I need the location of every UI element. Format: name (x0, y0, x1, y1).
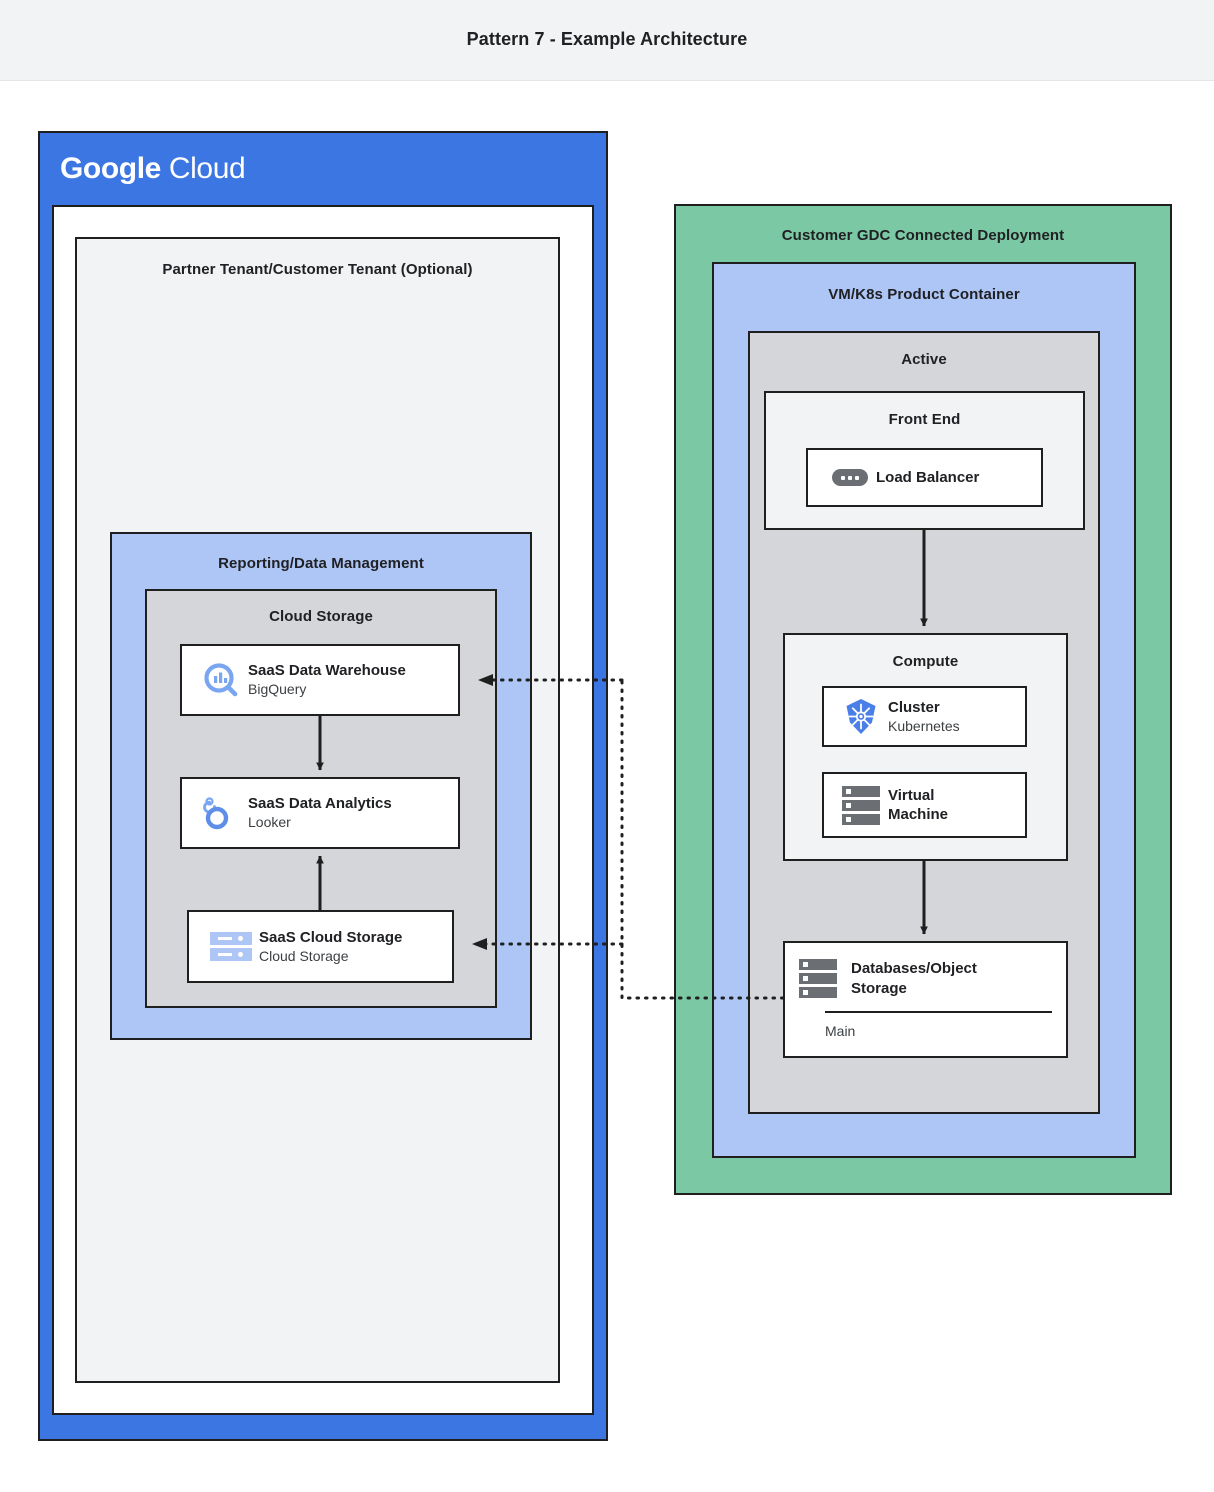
virtual-machine-icon-bars (842, 785, 880, 825)
google-cloud-logo-part1: Google (60, 152, 161, 185)
cloud-storage-icon-bars (210, 932, 252, 961)
card-saas-data-analytics[interactable]: SaaS Data Analytics Looker (180, 777, 460, 849)
vm-k8s-product-container-title: VM/K8s Product Container (828, 286, 1020, 303)
front-end-title: Front End (888, 411, 961, 428)
looker-icon (194, 793, 248, 833)
card-saas-data-warehouse[interactable]: SaaS Data Warehouse BigQuery (180, 644, 460, 716)
google-cloud-logo: Google Cloud (60, 152, 246, 186)
card-cluster-subtitle: Kubernetes (888, 717, 960, 734)
card-load-balancer-text: Load Balancer (876, 468, 979, 487)
card-cluster-text: Cluster Kubernetes (888, 698, 960, 736)
header-band (0, 0, 1214, 81)
card-saas-cloud-storage[interactable]: SaaS Cloud Storage Cloud Storage (187, 910, 454, 983)
reporting-data-management-title: Reporting/Data Management (218, 555, 424, 572)
card-saas-cloud-storage-subtitle: Cloud Storage (259, 947, 349, 964)
card-databases-footer: Main (825, 1023, 856, 1039)
card-databases-object-storage[interactable]: Databases/Object Storage Main (783, 941, 1068, 1058)
card-saas-data-warehouse-subtitle: BigQuery (248, 681, 307, 697)
cloud-storage-icon (203, 932, 259, 961)
card-saas-cloud-storage-text: SaaS Cloud Storage Cloud Storage (259, 928, 402, 966)
card-saas-data-analytics-subtitle: Looker (248, 814, 291, 830)
kubernetes-icon (834, 696, 888, 738)
card-cluster[interactable]: Cluster Kubernetes (822, 686, 1027, 747)
customer-gdc-title: Customer GDC Connected Deployment (781, 227, 1065, 244)
google-cloud-logo-part2: Cloud (168, 152, 246, 185)
card-saas-data-warehouse-title: SaaS Data Warehouse (248, 662, 406, 679)
card-virtual-machine[interactable]: Virtual Machine (822, 772, 1027, 838)
card-saas-data-analytics-title: SaaS Data Analytics (248, 795, 392, 812)
load-balancer-icon (824, 469, 876, 486)
card-saas-cloud-storage-title: SaaS Cloud Storage (259, 928, 403, 946)
database-icon (799, 959, 837, 998)
card-saas-data-warehouse-text: SaaS Data Warehouse BigQuery (248, 661, 406, 699)
compute-title: Compute (892, 653, 959, 670)
active-title: Active (901, 351, 947, 368)
bigquery-icon (194, 660, 248, 700)
card-virtual-machine-title: Virtual (888, 787, 935, 804)
card-virtual-machine-text: Virtual Machine (888, 786, 948, 824)
card-virtual-machine-subtitle: Machine (888, 806, 949, 823)
card-load-balancer[interactable]: Load Balancer (806, 448, 1043, 507)
card-databases-divider (825, 1011, 1052, 1013)
card-cluster-title: Cluster (888, 698, 940, 716)
partner-tenant-title: Partner Tenant/Customer Tenant (Optional… (162, 261, 473, 278)
card-databases-row: Databases/Object Storage (785, 943, 1066, 999)
card-saas-data-analytics-text: SaaS Data Analytics Looker (248, 794, 392, 832)
card-databases-object-storage-title: Databases/Object Storage (851, 960, 977, 997)
card-load-balancer-title: Load Balancer (876, 469, 980, 486)
virtual-machine-icon (834, 785, 888, 825)
cloud-storage-title: Cloud Storage (269, 608, 373, 625)
page-title: Pattern 7 - Example Architecture (466, 29, 748, 49)
